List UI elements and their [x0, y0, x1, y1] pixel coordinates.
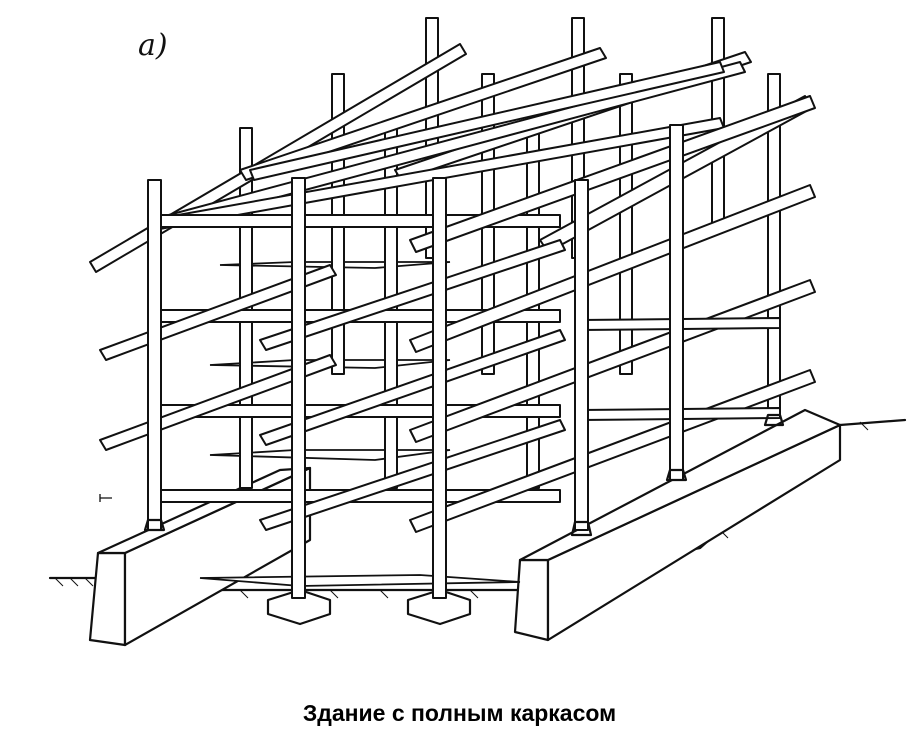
column-bases [143, 413, 785, 537]
figure-label: а) [138, 28, 168, 63]
frame-building-drawing [48, 17, 907, 647]
floor-beams-right [409, 95, 816, 533]
front-columns [147, 124, 684, 599]
left-tick-mark [99, 494, 112, 502]
right-strip-foundation [513, 408, 842, 642]
column-footings [266, 588, 472, 626]
figure-caption: Здание с полным каркасом [302, 700, 617, 726]
